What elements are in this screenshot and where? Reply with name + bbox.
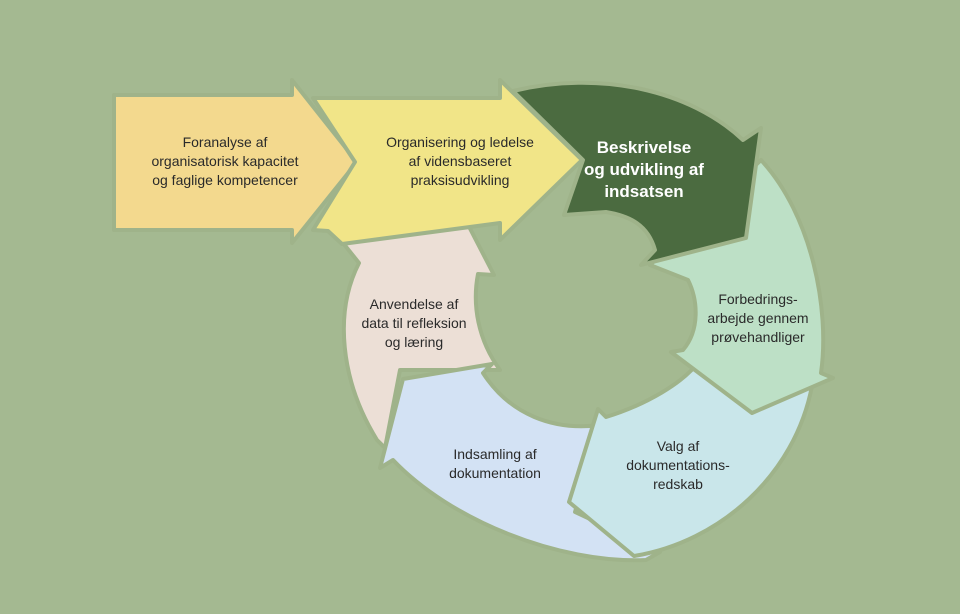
label-foranalyse: Foranalyse af organisatorisk kapacitet o… [151, 134, 299, 188]
label-valg: Valg af dokumentations- redskab [626, 438, 730, 492]
arrow-beskrivelse [511, 80, 763, 267]
label-organisering: Organisering og ledelse af vidensbaseret… [386, 134, 534, 188]
label-forbedring: Forbedrings- arbejde gennem prøvehandlig… [707, 291, 809, 345]
label-indsamling: Indsamling af dokumentation [449, 446, 541, 481]
arrow-anvendelse [341, 211, 502, 450]
label-anvendelse: Anvendelse af data til refleksion og lær… [361, 296, 467, 350]
arrow-foranalyse [112, 78, 359, 245]
arrow-indsamling [378, 362, 662, 563]
label-beskrivelse: Beskrivelse og udvikling af indsatsen [584, 138, 704, 201]
arrow-organisering [311, 78, 584, 246]
